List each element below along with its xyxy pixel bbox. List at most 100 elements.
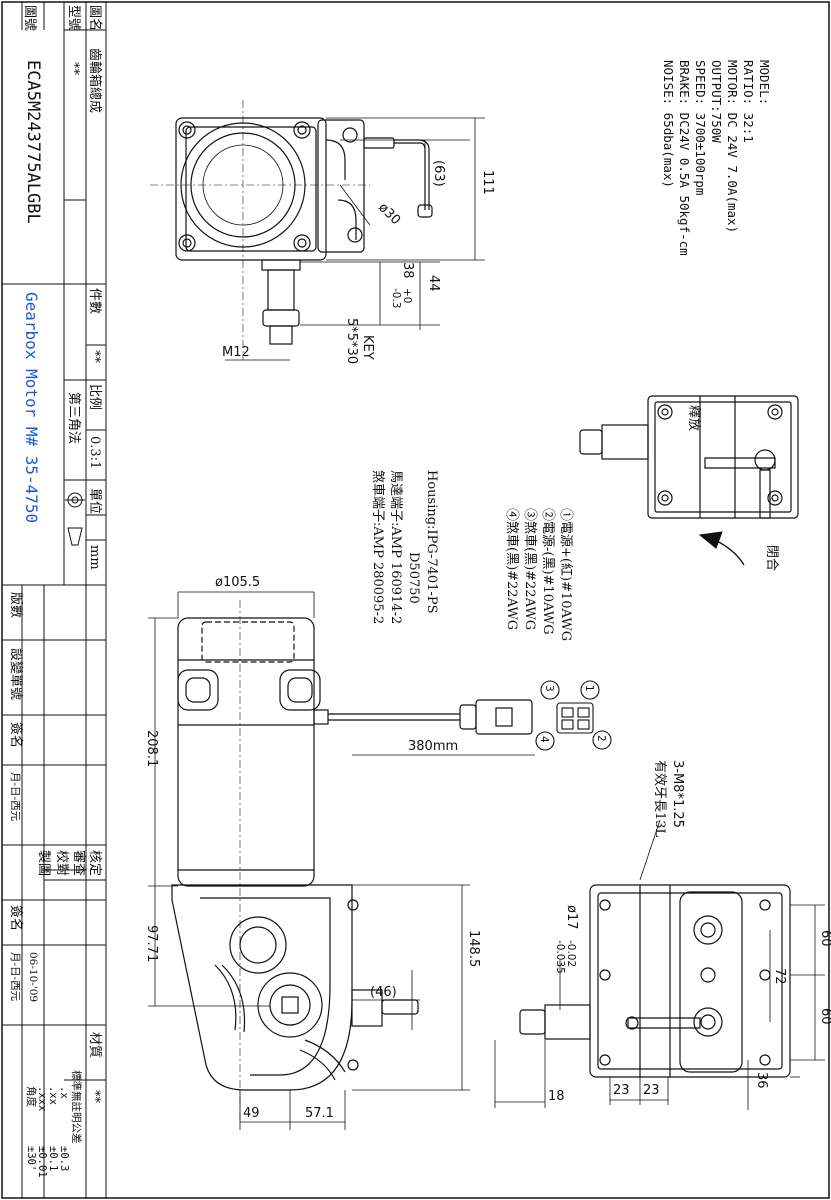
spec-0: MODEL: <box>757 60 772 105</box>
tol-key-0: .x <box>58 1086 70 1099</box>
model-value: ** <box>66 62 81 76</box>
front-view-dim-text: 3-M8*1.25 有效牙長13L ø17 -0.02 -0.035 60 60… <box>548 760 831 1104</box>
rev-header-sign: 簽名 <box>8 722 24 748</box>
dim-380: 380mm <box>408 739 458 754</box>
pin-2: 2 <box>595 735 607 742</box>
drawing-name-value: 齒輪箱總成 <box>87 48 103 113</box>
dim-17-tol: -0.02 <box>565 940 577 967</box>
dim-18: 18 <box>548 1089 565 1104</box>
dim-46: (46) <box>370 985 397 1000</box>
key-label: KEY <box>360 335 375 360</box>
role-check: 校對 <box>54 850 70 876</box>
dim-23b: 23 <box>643 1083 660 1098</box>
dim-63: (63) <box>431 160 446 187</box>
dim-m12: M12 <box>222 345 250 360</box>
tol-key-3: 角度 <box>25 1086 38 1108</box>
spec-5: BRAKE: DC24V 0.5A 50kgf-cm <box>677 60 692 256</box>
tol-value-2: ±0.01 <box>36 1146 48 1178</box>
dim-60b: 60 <box>818 1008 831 1025</box>
tol-value-3: ±30' <box>25 1146 37 1171</box>
dim-17: ø17 <box>564 905 579 930</box>
tol-key-1: .xx <box>47 1086 59 1105</box>
role-approve: 核定 <box>87 850 102 876</box>
dim-60a: 60 <box>818 930 831 947</box>
title-block-text: 圖名 型號 圖號 齒輪箱總成 ** ECA5M243775ALGBL Gearb… <box>8 5 103 1178</box>
drawing-no-value: ECA5M243775ALGBL <box>23 60 43 224</box>
pin-4: 4 <box>538 736 550 743</box>
rev-header-date: 月-日-西元 <box>9 772 21 822</box>
gearbox-side-view <box>171 884 419 1091</box>
dim-97: 97.71 <box>144 925 159 962</box>
pin-3: 3 <box>543 685 555 692</box>
dim-17-tol2: -0.035 <box>554 940 566 974</box>
dim-38-tol2: -0.3 <box>390 288 402 309</box>
scale-label: 比例 <box>87 384 102 410</box>
rev-header-change-no: 設變單號 <box>8 648 24 700</box>
top-view-dimensions <box>225 117 485 361</box>
material-label: 材質 <box>87 1032 102 1058</box>
brake-release-arrow <box>698 531 745 566</box>
top-end-view <box>150 100 433 360</box>
product-name: Gearbox Motor M# 35-4750 <box>22 292 41 523</box>
wiring-2: ③煞車(黑)#22AWG <box>522 508 537 630</box>
rev-header-version: 版數 <box>8 592 23 618</box>
side-view-dimensions <box>148 591 535 1130</box>
pin-1: 1 <box>583 685 595 692</box>
date-label: 月-日-西元 <box>9 952 21 1002</box>
connector-symbol <box>535 680 612 751</box>
thread-spec: 3-M8*1.25 <box>670 760 685 828</box>
dim-44: 44 <box>426 275 441 292</box>
wiring-0: ①電源+(紅)#10AWG <box>558 508 573 641</box>
title-block <box>2 2 107 1198</box>
sign-label: 簽名 <box>8 905 24 931</box>
projection-label: 第三角法 <box>66 392 81 444</box>
dim-49: 49 <box>243 1106 260 1121</box>
scale-value: 0.3:1 <box>87 436 102 469</box>
spec-6: NOISE: 65dba(max) <box>661 60 676 188</box>
thread-length: 有效牙長13L <box>652 760 667 838</box>
spec-list: MODEL: RATIO: 32:1 MOTOR: DC 24V 7.0A(ma… <box>661 60 772 256</box>
spec-2: MOTOR: DC 24V 7.0A(max) <box>725 60 740 233</box>
connector-pin-labels: 1 2 3 4 <box>538 685 607 743</box>
housing-3: 煞車端子:AMP 280095-2 <box>370 470 385 624</box>
third-angle-projection-icon <box>65 492 85 546</box>
role-review: 審查 <box>71 850 86 876</box>
brake-close-label: 閉合 <box>764 545 779 571</box>
drawing-no-label: 圖號 <box>22 5 37 31</box>
brake-lever-view <box>579 395 799 519</box>
dim-57: 57.1 <box>305 1106 334 1121</box>
drawing-name-label: 圖名 <box>87 5 103 31</box>
wiring-3: ④煞車(黑)#22AWG <box>504 508 519 630</box>
spec-1: RATIO: 32:1 <box>741 60 756 143</box>
dim-72: 72 <box>772 968 787 985</box>
tol-key-2: .xxx <box>36 1086 48 1111</box>
spec-4: SPEED: 3700±100rpm <box>693 60 708 195</box>
dim-148: 148.5 <box>466 930 481 967</box>
dim-36: 36 <box>754 1072 769 1089</box>
role-draw: 製圖 <box>36 850 51 876</box>
dim-111: 111 <box>480 170 495 195</box>
material-value: ** <box>87 1090 102 1104</box>
motor-side-view <box>177 600 533 1120</box>
unit-label: 單位 <box>87 488 102 514</box>
dim-23a: 23 <box>613 1083 630 1098</box>
spec-3: OUTPUT:750W <box>709 60 724 143</box>
front-view-dimensions <box>494 819 825 1110</box>
dim-38-tol: +0 <box>401 288 413 303</box>
dim-38: 38 <box>400 262 415 279</box>
key-value: 5*5*30 <box>344 318 359 364</box>
brake-release-label: 釋放 <box>686 405 702 431</box>
housing-1: D50750 <box>406 552 421 604</box>
tolerance-title: 標準無註明公差 <box>70 1070 83 1144</box>
tol-value-1: ±0.1 <box>47 1146 59 1171</box>
side-view-dim-text: ø105.5 208.1 380mm 97.71 148.5 (46) 49 5… <box>144 575 481 1121</box>
wiring-list: ①電源+(紅)#10AWG ②電源-(黑)#10AWG ③煞車(黑)#22AWG… <box>504 508 573 641</box>
wiring-1: ②電源-(黑)#10AWG <box>540 508 555 635</box>
date-value: 06-10-'09 <box>27 952 39 1002</box>
tol-value-0: ±0.3 <box>58 1146 70 1171</box>
dim-105: ø105.5 <box>215 575 260 590</box>
unit-value: mm <box>87 545 102 570</box>
housing-2: 馬達端子:AMP 160914-2 <box>388 470 403 624</box>
